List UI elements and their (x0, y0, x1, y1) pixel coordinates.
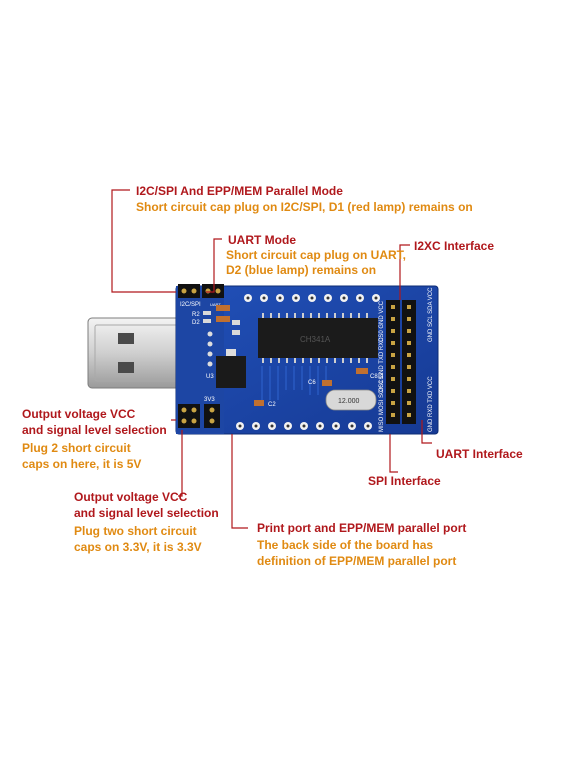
uart-mode-desc-1: Short circuit cap plug on UART, (226, 248, 407, 262)
silk-header-right: GND SCL SDA VCC (428, 287, 434, 342)
uart-mode-desc-2: D2 (blue lamp) remains on (226, 263, 377, 277)
vcc-3v3-desc-1: Plug two short circuit (74, 524, 197, 538)
right-pin-header (386, 300, 416, 424)
vcc-5v-title-1: Output voltage VCC (22, 407, 136, 421)
uart-mode-title: UART Mode (228, 233, 296, 247)
crystal-marking: 12.000 (338, 398, 360, 405)
silk-c8: C8 (370, 374, 378, 380)
silk-d2: D2 (192, 320, 200, 326)
silk-spi-pins: MISO MOSI SCK CS2 (379, 372, 385, 432)
regulator: U3 (206, 349, 246, 388)
print-port-desc-1: The back side of the board has (257, 538, 434, 552)
spi-interface-label: SPI Interface (368, 474, 441, 488)
silk-3v3: 3V3 (204, 397, 215, 403)
voltage-jumper (178, 404, 220, 428)
usb-slot-icon (118, 362, 134, 373)
pcb-board: I2C/SPI UART R2 D2 (175, 284, 439, 435)
uart-interface-label: UART Interface (436, 447, 523, 461)
bottom-pin-row (236, 422, 372, 430)
usb-slot-icon (118, 333, 134, 344)
mode-jumper (178, 284, 224, 298)
silk-r2: R2 (192, 312, 200, 318)
leader-lines (111, 189, 432, 529)
silk-uart-pins: GND RXD TXD VCC (428, 376, 434, 432)
vcc-5v-desc-1: Plug 2 short circuit (22, 441, 131, 455)
vcc-5v-title-2: and signal level selection (22, 423, 167, 437)
print-port-desc-2: definition of EPP/MEM parallel port (257, 554, 457, 568)
i2c-spi-mode-desc: Short circuit cap plug on I2C/SPI, D1 (r… (136, 200, 473, 214)
silk-header-mid: CS1 GND TXD RXD (379, 337, 385, 392)
crystal: 12.000 (325, 389, 377, 411)
print-port-title: Print port and EPP/MEM parallel port (257, 521, 467, 535)
i2xc-interface-label: I2XC Interface (414, 239, 495, 253)
silk-c2: C2 (268, 402, 276, 408)
ch341a-chip: CH341A (258, 313, 378, 363)
vcc-5v-desc-2: caps on here, it is 5V (22, 457, 142, 471)
silk-header-top: CS0 GND VCC (379, 300, 385, 342)
i2c-spi-mode-title: I2C/SPI And EPP/MEM Parallel Mode (136, 184, 343, 198)
vcc-3v3-title-1: Output voltage VCC (74, 490, 188, 504)
vcc-3v3-title-2: and signal level selection (74, 506, 219, 520)
top-pin-row (244, 294, 380, 302)
vcc-3v3-desc-2: caps on 3.3V, it is 3.3V (74, 540, 202, 554)
jumper-silk-uart: UART (210, 302, 221, 307)
silk-u3: U3 (206, 374, 214, 380)
chip-marking: CH341A (300, 335, 331, 344)
silk-c6: C6 (308, 380, 316, 386)
jumper-silk-i2c: I2C/SPI (180, 302, 201, 308)
